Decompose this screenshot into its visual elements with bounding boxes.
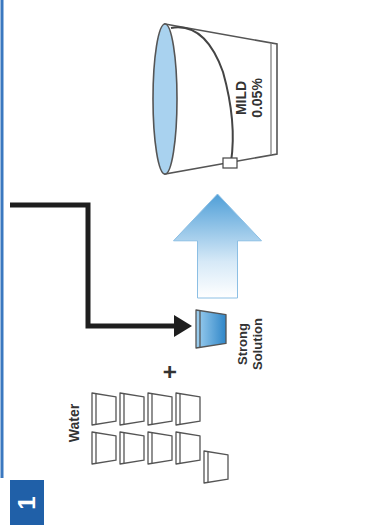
cup-rim <box>199 311 200 347</box>
cup-rim <box>179 433 180 464</box>
mild-bucket-art <box>145 12 290 194</box>
handle-grip <box>223 158 237 168</box>
cup-rim <box>123 433 124 464</box>
flow-arrow <box>174 194 262 298</box>
water-cups: Water <box>60 385 232 490</box>
cup-body <box>176 432 200 464</box>
incoming-arrowhead <box>174 315 192 337</box>
water-cup <box>176 393 200 425</box>
strong-solution-cup: Strong Solution <box>185 298 273 390</box>
water-cups-art <box>60 385 232 490</box>
bucket-base-rim <box>270 43 271 155</box>
cup-body <box>176 393 200 425</box>
cup-rim <box>95 433 96 464</box>
node-label: 1 <box>13 488 41 518</box>
water-cup <box>120 432 144 464</box>
cup-body <box>92 393 116 425</box>
water-cup <box>120 393 144 425</box>
water-cup <box>92 393 116 425</box>
mild-bucket: MILD 0.05% <box>145 12 290 194</box>
water-cup <box>92 432 116 464</box>
cup-body <box>92 432 116 464</box>
cup-rim <box>207 452 208 483</box>
cup-body <box>204 451 228 483</box>
cup-body <box>120 393 144 425</box>
bucket-handle <box>171 27 233 162</box>
cup-body <box>196 310 226 348</box>
node-label: Strong Solution <box>236 304 266 384</box>
node-label: Water <box>66 388 82 458</box>
water-cup <box>204 451 228 483</box>
cup-rim <box>95 394 96 425</box>
cup-body <box>148 432 172 464</box>
plus-sign: + <box>156 365 184 379</box>
strong-cup <box>196 310 226 348</box>
bucket-body <box>165 24 277 174</box>
incoming-line <box>10 205 176 326</box>
water-cup <box>148 393 172 425</box>
cup-rim <box>151 433 152 464</box>
water-cup <box>176 432 200 464</box>
cup-body <box>148 393 172 425</box>
water-cup <box>148 432 172 464</box>
cup-rim <box>179 394 180 425</box>
node-label: MILD 0.05% <box>233 66 265 130</box>
cup-rim <box>123 394 124 425</box>
step-number: 1 <box>10 480 44 525</box>
bucket-opening <box>153 24 177 174</box>
cup-body <box>120 432 144 464</box>
cup-rim <box>151 394 152 425</box>
frame-edge <box>1 0 4 478</box>
